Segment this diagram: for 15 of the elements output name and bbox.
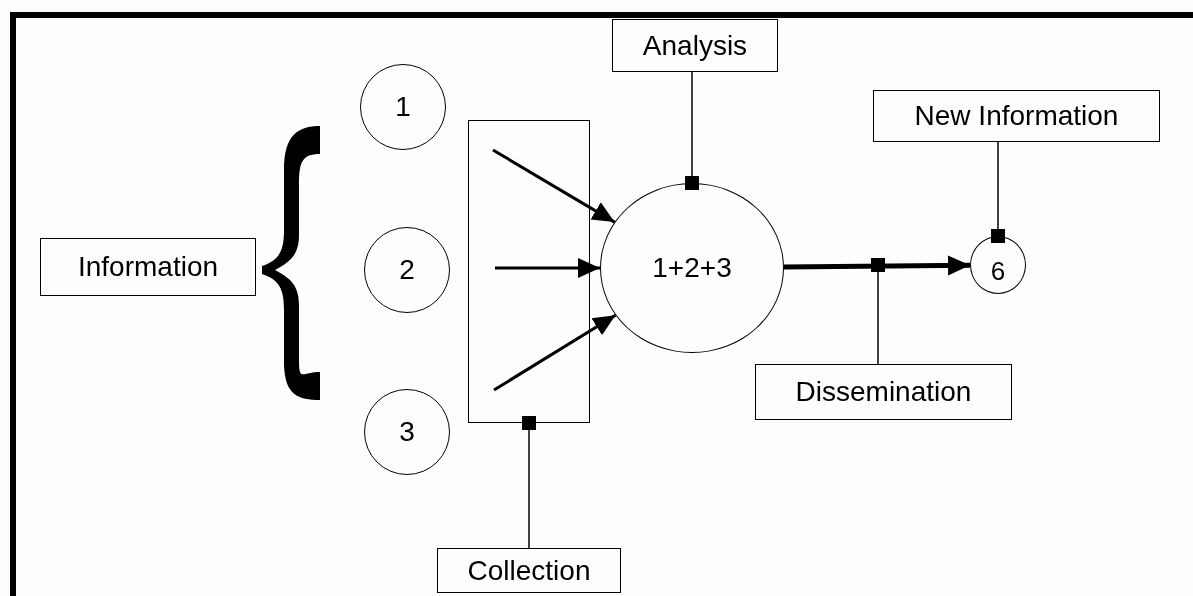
label-box: Information <box>40 238 256 296</box>
leader-line <box>871 258 885 365</box>
label-box: Analysis <box>612 19 778 72</box>
arrow <box>783 255 971 276</box>
arrow <box>493 313 617 392</box>
collection-box <box>468 120 590 423</box>
arrow <box>492 148 616 224</box>
leader-line <box>685 71 699 190</box>
arrow <box>495 258 600 278</box>
label-box: New Information <box>873 90 1160 142</box>
label-box: Collection <box>437 548 621 593</box>
curly-brace <box>262 126 320 400</box>
leader-line <box>522 416 536 549</box>
label-box: Dissemination <box>755 364 1012 420</box>
leader-line <box>991 141 1005 243</box>
